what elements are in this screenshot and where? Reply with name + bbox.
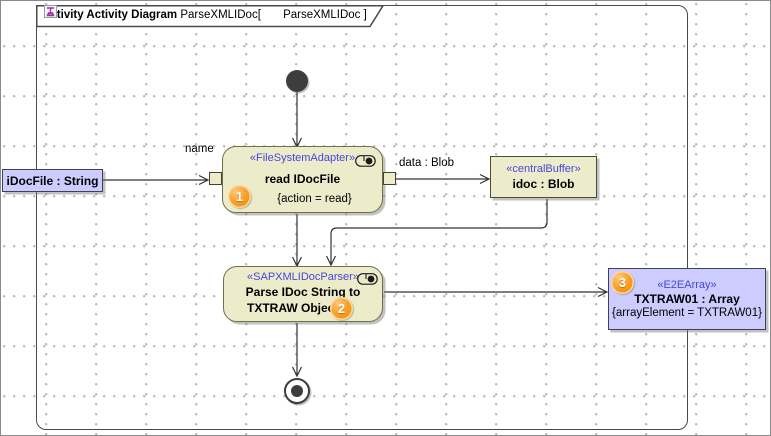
action-read-stereotype: «FileSystemAdapter» <box>249 152 356 164</box>
input-pin-name[interactable] <box>209 172 222 185</box>
callout-badge-2: 2 <box>330 297 353 320</box>
central-buffer-node[interactable]: «centralBuffer» idoc : Blob <box>490 156 597 198</box>
initial-node[interactable] <box>286 70 308 92</box>
edge-parser-to-array[interactable] <box>384 286 609 298</box>
edge-initial-to-read[interactable] <box>291 92 303 149</box>
array-name: TXTRAW01 : Array <box>634 291 740 306</box>
array-tagged-value: {arrayElement = TXTRAW01} <box>612 306 762 319</box>
callout-badge-3: 3 <box>611 271 634 294</box>
edge-parser-to-final[interactable] <box>291 323 303 378</box>
edge-label-name[interactable]: name <box>185 143 214 155</box>
central-buffer-stereotype: «centralBuffer» <box>506 163 581 175</box>
edge-read-to-parser[interactable] <box>291 214 303 268</box>
array-stereotype: «E2EArray» <box>657 278 717 291</box>
object-node-idocfile[interactable]: iDocFile : String <box>2 169 103 192</box>
activity-final-node[interactable] <box>284 378 310 404</box>
central-buffer-name: idoc : Blob <box>512 177 575 191</box>
action-type-icon <box>357 272 378 290</box>
edge-idocfile-to-read[interactable] <box>103 174 210 186</box>
edge-label-data[interactable]: data : Blob <box>399 157 454 169</box>
edge-read-to-buffer[interactable] <box>396 173 491 185</box>
callout-badge-1: 1 <box>228 185 251 208</box>
action-read-tagged-value: {action = read} <box>277 193 352 205</box>
output-pin-data[interactable] <box>383 172 396 185</box>
action-type-icon <box>355 154 376 172</box>
action-parse-stereotype: «SAPXMLIDocParser» <box>247 271 359 283</box>
action-read-name: read IDocFile <box>264 171 341 186</box>
object-node-idocfile-label: iDocFile : String <box>6 173 99 188</box>
activity-final-node-inner <box>291 385 303 397</box>
action-parse-idoc[interactable]: «SAPXMLIDocParser» Parse IDoc String to … <box>223 266 383 322</box>
